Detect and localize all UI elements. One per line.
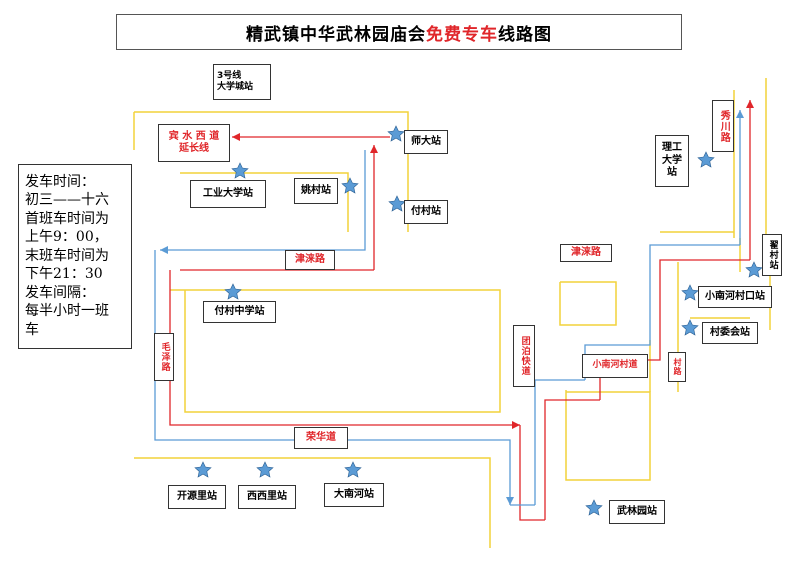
star-icon [697,151,715,168]
road-small: 村路 [668,352,686,382]
blue-route [154,110,741,506]
station-xiaonanhe: 小南河村口站 [698,286,772,308]
station-label: 大学城站 [217,82,254,92]
title-suffix: 线路图 [498,24,552,45]
star-icon [231,162,249,179]
road-binshui: 宾 水 西 道 延长线 [158,124,230,162]
map-title: 精武镇中华武林园庙会免费专车线路图 [116,14,682,50]
star-icon [745,261,763,278]
road-maozedong: 毛泽路 [154,333,174,381]
schedule-line: 车 [25,321,39,338]
star-icon [585,499,603,516]
station-3-daxuecheng: 3号线 大学城站 [213,64,271,100]
schedule-line: 下午21：30 [25,266,103,283]
star-icon [681,284,699,301]
station-gongye: 工业大学站 [190,180,266,208]
road-jinlai-left: 津涞路 [285,250,335,270]
road-label: 宾 水 西 道 [168,130,220,142]
station-kaiyuanli: 开源里站 [168,485,226,509]
station-xixili: 西西里站 [238,485,296,509]
title-prefix: 精武镇中华武林园庙会 [246,24,426,45]
station-fucun-zhongxue: 付村中学站 [203,301,276,323]
station-danan: 大南河站 [324,483,384,507]
schedule-line: 发车时间： [25,174,95,190]
station-ligong: 理工大学站 [655,135,689,187]
station-wulinyuan: 武林园站 [609,500,665,524]
road-xiaonanhe: 小南河村道 [582,354,648,378]
station-label: 3号线 [217,70,242,81]
star-icon [388,195,406,212]
red-route [169,100,751,521]
star-icon [224,283,242,300]
star-icon [256,461,274,478]
star-icon [681,319,699,336]
title-highlight: 免费专车 [426,24,498,45]
schedule-box: 发车时间： 初三——十六 首班车时间为 上午9：00， 末班车时间为 下午21：… [18,164,132,349]
road-jinlai-right: 津涞路 [560,244,612,262]
schedule-line: 上午9：00， [25,229,108,246]
road-xiuchuan: 秀川路 [712,100,734,152]
star-icon [344,461,362,478]
star-icon [387,125,405,142]
schedule-line: 首班车时间为 [25,210,109,227]
road-label: 延长线 [179,143,209,154]
station-fucun: 付村站 [404,200,448,224]
schedule-line: 发车间隔： [25,284,95,301]
schedule-line: 初三——十六 [25,192,109,209]
schedule-line: 每半小时一班 [25,303,109,320]
direction-arrows [160,100,754,505]
schedule-line: 末班车时间为 [25,247,109,264]
road-rongua: 荣华道 [294,427,348,449]
road-tuanbo: 团泊快道 [513,325,535,387]
station-shida: 师大站 [404,130,448,154]
star-icon [194,461,212,478]
star-icon [341,177,359,194]
station-cuicun: 翟村站 [762,234,782,276]
station-yaocun: 姚村站 [294,178,338,204]
station-cunweihui: 村委会站 [702,322,758,344]
